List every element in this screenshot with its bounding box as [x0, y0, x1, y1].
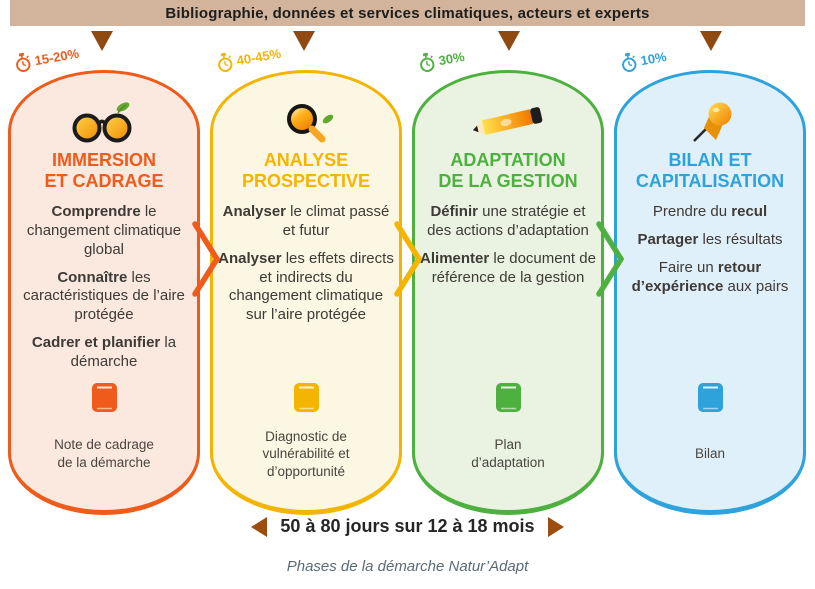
duration-row: 50 à 80 jours sur 12 à 18 mois	[0, 516, 815, 537]
deliverable-label: Note de cadrage de la démarche	[54, 437, 154, 470]
time-share-badge: 15-20%	[12, 43, 80, 74]
down-arrow-icon	[293, 31, 315, 51]
phase-item: Cadrer et planifier la démarche	[31, 333, 177, 370]
stopwatch-icon	[16, 52, 31, 72]
phase-card: 30%	[412, 48, 625, 515]
phase-item: Analyser le climat passé et futur	[222, 203, 390, 240]
time-share-badge: 30%	[416, 46, 466, 74]
glasses-icon	[72, 102, 132, 143]
phase-items: Définir une stratégie et des actions d’a…	[420, 203, 596, 287]
phases-row: 15-20% IMM	[8, 45, 807, 515]
chevron-right-icon	[595, 220, 625, 298]
pencil-icon	[472, 107, 543, 135]
phase-item: Partager les résultats	[637, 231, 783, 249]
magnifier-icon	[287, 104, 334, 143]
stopwatch-icon	[420, 52, 435, 72]
phase-percent: 15-20%	[33, 45, 81, 68]
chevron-right-icon	[191, 220, 221, 298]
phase-item: Comprendre le changement climatique glob…	[26, 203, 182, 258]
phase-percent: 30%	[437, 48, 466, 68]
notebook-icon	[293, 382, 320, 413]
resources-banner-label: Bibliographie, données et services clima…	[165, 4, 650, 22]
figure-caption: Phases de la démarche Natur’Adapt	[286, 558, 529, 575]
left-arrow-icon	[251, 516, 268, 537]
phase-item: Analyser les effets directs et indirects…	[218, 249, 394, 324]
stopwatch-icon	[218, 52, 233, 72]
down-arrow-icon	[700, 31, 722, 51]
phase-items: Comprendre le changement climatique glob…	[16, 203, 192, 371]
notebook-icon	[697, 382, 724, 413]
deliverable-label: Bilan	[694, 446, 726, 462]
phase-percent: 10%	[639, 48, 668, 68]
phase-item: Prendre du recul	[652, 203, 768, 221]
notebook-icon	[495, 382, 522, 413]
resources-banner: Bibliographie, données et services clima…	[10, 0, 805, 26]
time-share-badge: 40-45%	[214, 43, 282, 74]
pushpin-icon	[693, 102, 732, 142]
chevron-right-icon	[393, 220, 423, 298]
phase-item: Alimenter le document de référence de la…	[420, 249, 596, 286]
time-share-badge: 10%	[618, 46, 668, 74]
phase-item: Définir une stratégie et des actions d’a…	[427, 203, 589, 240]
notebook-icon	[91, 382, 118, 413]
deliverable-label: Diagnostic de vulnérabilité et d’opportu…	[262, 428, 350, 479]
down-arrow-icon	[498, 31, 520, 51]
phase-item: Faire un retour d’expérience aux pairs	[631, 258, 789, 295]
phase-card: 15-20% IMM	[8, 45, 221, 515]
right-arrow-icon	[547, 516, 564, 537]
stopwatch-icon	[622, 52, 637, 72]
duration-label: 50 à 80 jours sur 12 à 18 mois	[280, 516, 535, 536]
phase-item: Connaître les caractéristiques de l’aire…	[23, 268, 185, 324]
phase-percent: 40-45%	[235, 45, 283, 68]
down-arrow-icon	[91, 31, 113, 51]
deliverable-label: Plan d’adaptation	[471, 437, 545, 470]
